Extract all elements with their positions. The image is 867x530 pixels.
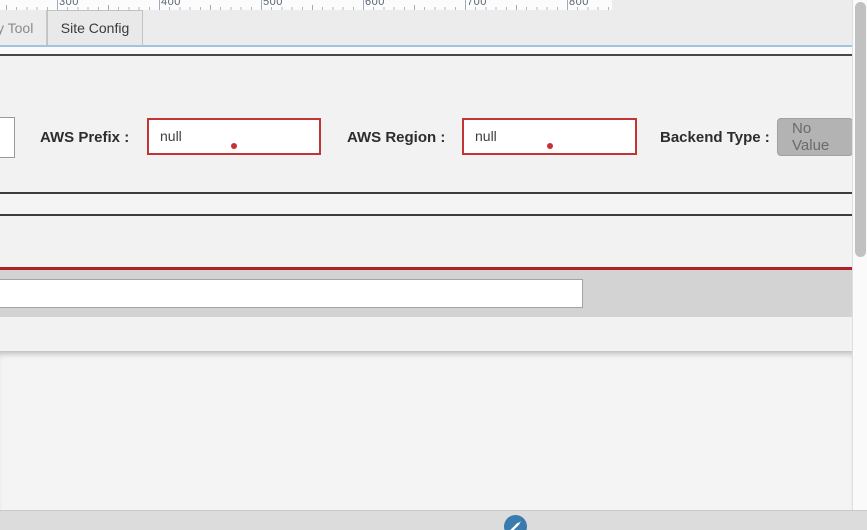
tab-query-tool[interactable]: y Tool: [0, 10, 47, 45]
ruler-mark-600: 600: [365, 0, 385, 8]
accent-divider: [0, 45, 852, 47]
backend-type-label: Backend Type :: [660, 129, 770, 146]
pencil-icon: [504, 515, 527, 530]
aws-prefix-label: AWS Prefix :: [40, 129, 130, 146]
ruler-mark-500: 500: [263, 0, 283, 8]
error-dot-icon: [546, 143, 553, 149]
section-band: [0, 194, 852, 214]
aws-region-input[interactable]: null: [462, 118, 637, 155]
wide-text-input[interactable]: [0, 279, 583, 308]
lower-panel: [0, 351, 852, 510]
header-dark-divider: [0, 54, 852, 56]
error-dot-icon: [231, 143, 237, 149]
section-divider-top: [0, 192, 852, 194]
backend-type-value: No Value: [792, 120, 830, 154]
tab-site-config-label: Site Config: [60, 20, 130, 36]
horizontal-ruler: 300 400 500 600 700 800: [0, 0, 612, 10]
ruler-mark-300: 300: [59, 0, 79, 8]
left-partial-input[interactable]: [0, 117, 15, 158]
scrollbar-thumb[interactable]: [855, 2, 866, 257]
red-divider: [0, 267, 852, 270]
ruler-mark-400: 400: [161, 0, 181, 8]
vertical-scrollbar[interactable]: [852, 0, 867, 510]
backend-type-value-box[interactable]: No Value: [777, 118, 853, 156]
aws-prefix-value: null: [160, 128, 182, 144]
tab-site-config[interactable]: Site Config: [47, 10, 143, 45]
edit-action-button[interactable]: [504, 515, 527, 530]
tab-query-tool-label: y Tool: [0, 19, 34, 36]
bottom-bar: [0, 510, 867, 530]
aws-prefix-input[interactable]: null: [147, 118, 321, 155]
ruler-mark-700: 700: [467, 0, 487, 8]
ruler-mark-800: 800: [569, 0, 589, 8]
aws-region-value: null: [475, 128, 497, 144]
tab-bar: 300 400 500 600 700 800 y Tool Site Conf…: [0, 0, 852, 45]
section-divider-bottom: [0, 214, 852, 216]
aws-region-label: AWS Region :: [347, 129, 446, 146]
header-gap: [0, 47, 852, 54]
